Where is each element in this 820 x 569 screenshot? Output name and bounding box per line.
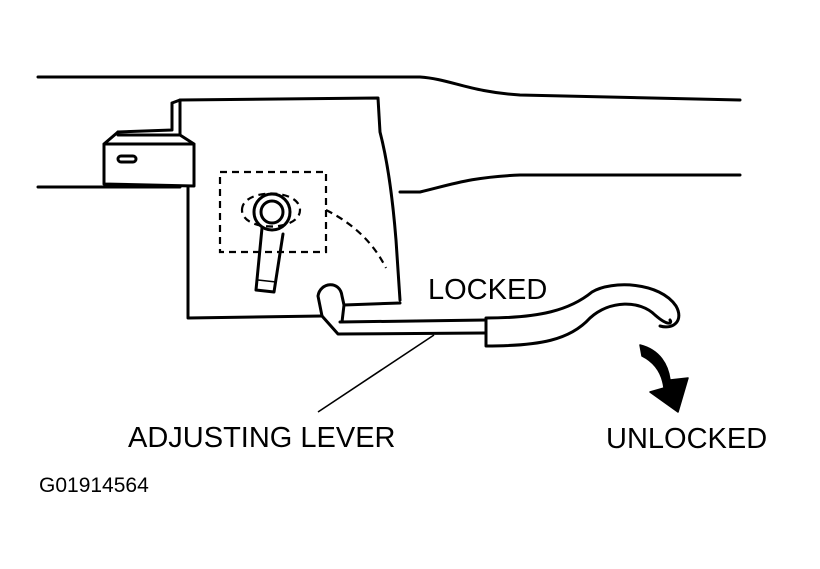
lever-handle [484,283,681,348]
adjusting-lever-leader-line [317,334,435,413]
unlocked-label: UNLOCKED [606,423,767,455]
figure-id-label: G01914564 [39,474,149,497]
mounting-slot [116,154,138,164]
seat-rail-upper-edge [36,75,742,102]
unlocked-direction-arrow [639,344,689,413]
bracket-notch [316,283,402,318]
seat-rail-lower-edge [36,173,742,194]
mounting-tab [102,130,196,188]
cam-arm-edge [257,279,277,283]
hidden-cam-circle [240,192,302,228]
adjusting-lever-bar [320,303,488,336]
adjusting-lever-label: ADJUSTING LEVER [128,422,396,454]
pivot-bolt-outer [252,192,292,232]
hidden-spring-line [325,209,387,269]
locked-label: LOCKED [428,274,547,306]
hidden-detail-box [218,170,328,254]
bracket-top-fold [116,98,182,134]
pivot-bolt-inner [259,199,285,225]
cam-arm [254,226,285,294]
